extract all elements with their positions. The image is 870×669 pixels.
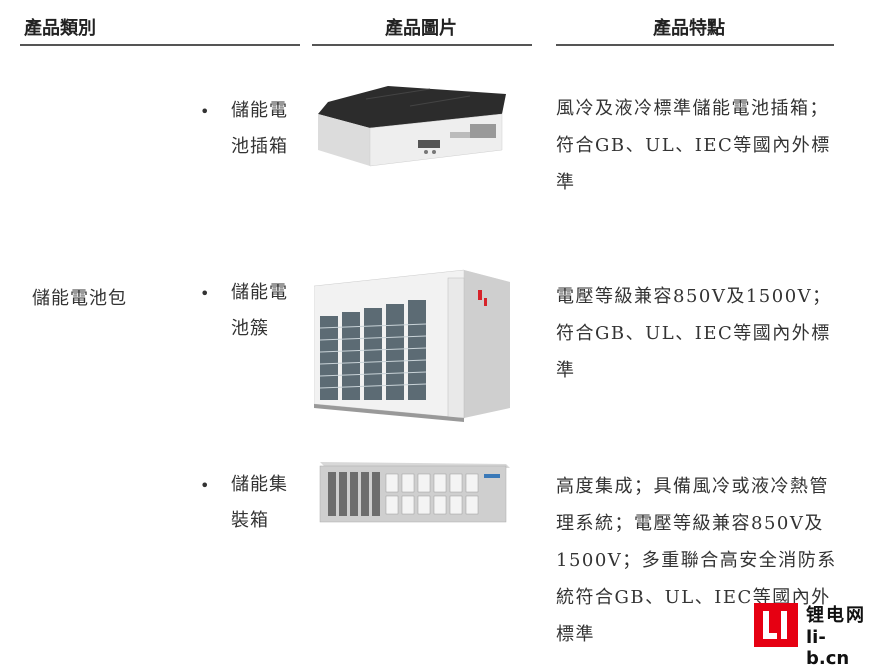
header-rule-category [20, 44, 300, 46]
logo-text-chinese: 锂电网 [806, 605, 866, 626]
logo-text-domain: li-b.cn [806, 627, 850, 669]
bullet-row-3: • [200, 476, 210, 495]
bullet-row-2: • [200, 284, 210, 303]
bullet-row-1: • [200, 102, 210, 121]
product-features-container: 高度集成；具備風冷或液冷熱管理系統；電壓等級兼容850V及1500V；多重聯合高… [556, 476, 837, 645]
header-product-category: 產品類別 [24, 18, 96, 39]
battery-container-image [319, 462, 510, 523]
header-rule-features [556, 44, 834, 46]
header-product-features: 產品特點 [653, 18, 725, 39]
battery-insert-box-image [318, 86, 506, 167]
category-label: 儲能電池包 [32, 288, 127, 309]
header-product-picture: 產品圖片 [385, 18, 457, 39]
logo-mark [754, 603, 798, 647]
product-features-insert-box: 風冷及液冷標準儲能電池插箱； 符合GB、UL、IEC等國內外標準 [556, 98, 831, 193]
header-rule-picture [312, 44, 532, 46]
product-name-insert-box: 儲能電池插箱 [231, 100, 288, 157]
watermark-logo: 锂电网 li-b.cn [754, 601, 866, 669]
product-name-container: 儲能集裝箱 [231, 474, 288, 531]
product-features-cluster: 電壓等級兼容850V及1500V； 符合GB、UL、IEC等國內外標準 [556, 286, 832, 381]
product-name-cluster: 儲能電池簇 [231, 282, 288, 339]
battery-cluster-cabinet-image [314, 269, 510, 422]
